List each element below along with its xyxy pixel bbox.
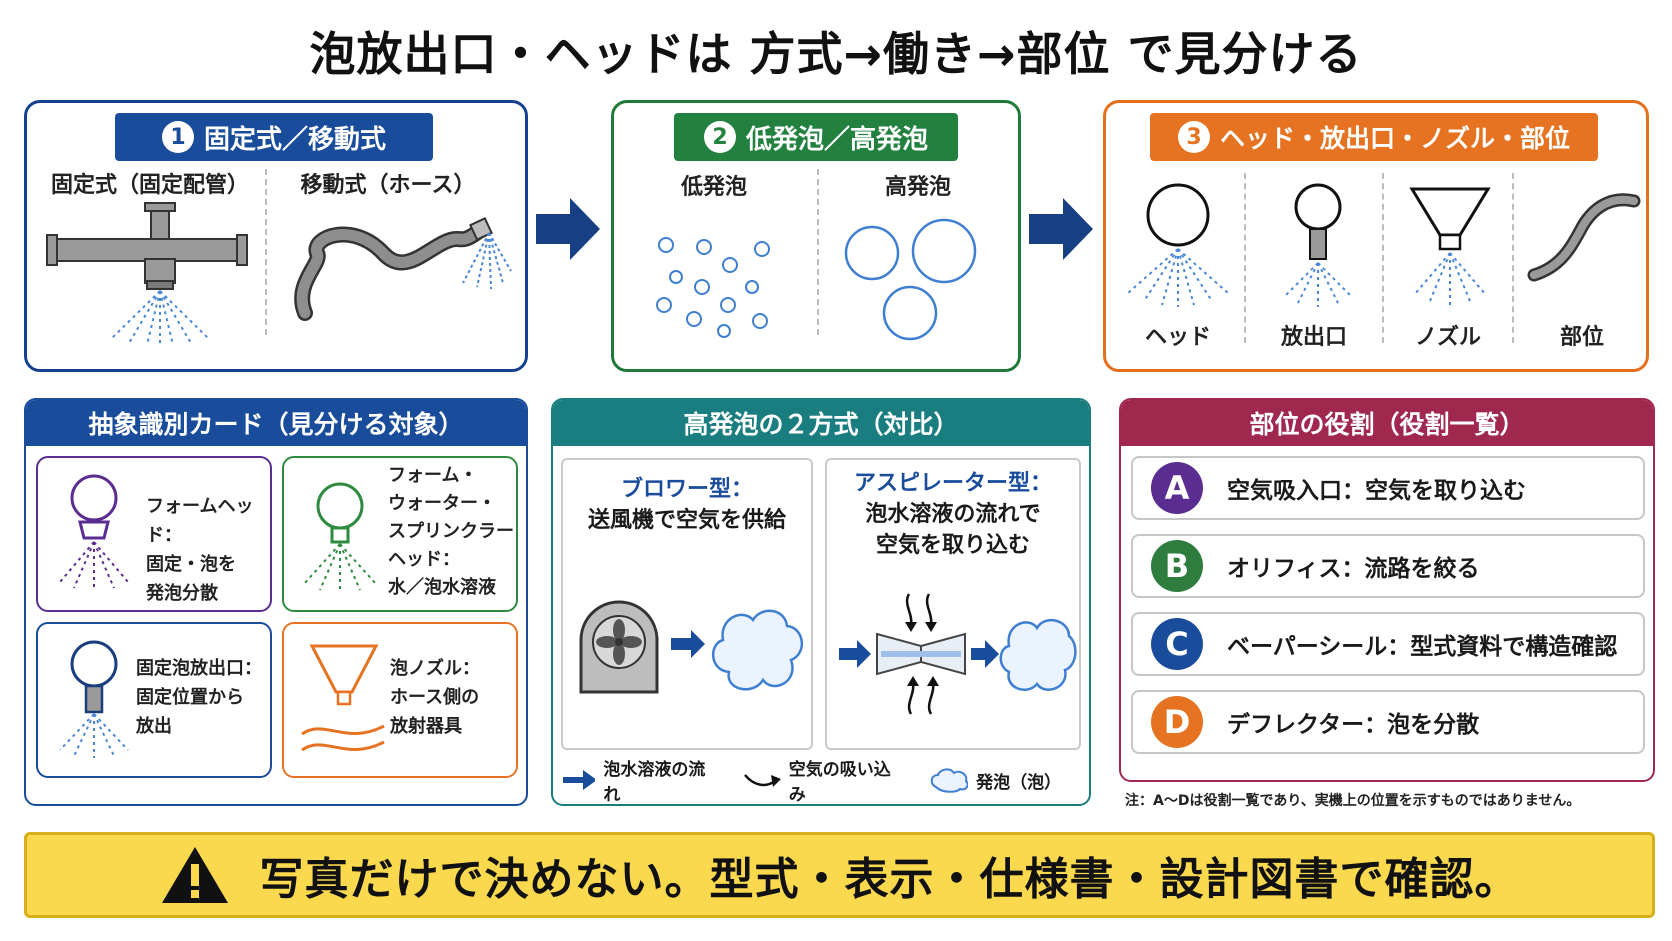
outlet-label: 放出口 xyxy=(1280,325,1347,350)
role-d-badge: D xyxy=(1151,696,1203,748)
part-label: 部位 xyxy=(1559,325,1604,350)
divider xyxy=(817,169,819,335)
step-2-header: 2 低発泡／高発泡 xyxy=(674,113,958,161)
low-expansion-label: 低発泡 xyxy=(680,175,747,200)
step-2-number: 2 xyxy=(703,121,736,153)
blower-fan-icon xyxy=(579,600,803,694)
warning-banner: 写真だけで決めない。型式・表示・仕様書・設計図書で確認。 xyxy=(24,832,1655,918)
legend-solution-flow: 泡水溶液の流れ xyxy=(563,755,717,804)
foam-nozzle-icon xyxy=(301,644,385,752)
aspirator-type-box: アスピレーター型： 泡水溶液の流れで 空気を取り込む xyxy=(825,458,1081,750)
nozzle-icon xyxy=(1409,187,1491,305)
step-3-header: 3 ヘッド・放出口・ノズル・部位 xyxy=(1150,113,1598,161)
compare-section-title: 高発泡の２方式（対比） xyxy=(553,400,1089,446)
warning-icon xyxy=(161,847,228,903)
flow-arrow-2 xyxy=(1029,198,1093,260)
card-foam-water-sprinkler-text: フォーム・ ウォーター・ スプリンクラー ヘッド： 水／泡水溶液 xyxy=(388,465,514,598)
high-expansion-label: 高発泡 xyxy=(884,175,951,200)
role-c-badge: C xyxy=(1151,618,1203,670)
page-title: 泡放出口・ヘッドは 方式→働き→部位 で見分ける xyxy=(309,27,1363,81)
step-1-title: 固定式／移動式 xyxy=(203,124,386,155)
venturi-aspirator-icon xyxy=(839,593,1077,715)
role-a-text: 空気吸入口：空気を取り込む xyxy=(1227,478,1526,504)
card-foam-nozzle: 泡ノズル： ホース側の 放射器具 xyxy=(282,622,518,778)
step-3-number: 3 xyxy=(1177,121,1210,153)
cards-section-title: 抽象識別カード（見分ける対象） xyxy=(26,400,526,446)
blower-type-title: ブロワー型： 送風機で空気を供給 xyxy=(587,477,786,533)
high-expansion-comparison-section: 高発泡の２方式（対比） ブロワー型： 送風機で空気を供給 アスピレーター型： 泡… xyxy=(551,398,1091,806)
legend-foam: 発泡（泡） xyxy=(928,767,1061,793)
small-bubbles-icon xyxy=(656,237,770,338)
fixed-pipe-icon xyxy=(46,202,248,347)
aspirator-type-title: アスピレーター型： 泡水溶液の流れで 空気を取り込む xyxy=(853,471,1052,558)
card-fixed-foam-outlet-text: 固定泡放出口： 固定位置から 放出 xyxy=(136,658,262,737)
legend-air-intake: 空気の吸い込み xyxy=(743,755,902,804)
step-1-header: 1 固定式／移動式 xyxy=(115,113,433,161)
identification-cards-section: 抽象識別カード（見分ける対象） フォームヘッド： 固定・泡を 発泡分散 xyxy=(24,398,528,806)
blower-type-box: ブロワー型： 送風機で空気を供給 xyxy=(561,458,813,750)
card-foam-water-sprinkler: フォーム・ ウォーター・ スプリンクラー ヘッド： 水／泡水溶液 xyxy=(282,456,518,612)
head-label: ヘッド xyxy=(1144,325,1211,350)
part-roles-section: 部位の役割（役割一覧） A 空気吸入口：空気を取り込む B オリフィス：流路を絞… xyxy=(1119,398,1655,782)
divider xyxy=(1512,173,1514,343)
curved-arrow-icon xyxy=(743,774,781,787)
part-hose-icon xyxy=(1527,193,1641,282)
step-1-panel: 1 固定式／移動式 固定式（固定配管） 移動式（ホース） xyxy=(24,100,528,372)
role-c-text: ベーパーシール：型式資料で構造確認 xyxy=(1227,634,1618,660)
blue-arrow-icon xyxy=(563,770,596,790)
divider xyxy=(1382,173,1384,343)
role-d: D デフレクター：泡を分散 xyxy=(1131,690,1645,754)
role-b: B オリフィス：流路を絞る xyxy=(1131,534,1645,598)
divider xyxy=(265,169,267,335)
step-2-title: 低発泡／高発泡 xyxy=(745,124,928,155)
flow-arrow-1 xyxy=(536,198,600,260)
head-icon xyxy=(1127,183,1229,307)
compare-legend: 泡水溶液の流れ 空気の吸い込み 発泡（泡） xyxy=(563,760,1083,804)
card-fixed-foam-outlet: 固定泡放出口： 固定位置から 放出 xyxy=(36,622,272,778)
fixed-outlet-icon xyxy=(59,640,129,758)
step-3-panel: 3 ヘッド・放出口・ノズル・部位 ヘッド xyxy=(1103,100,1649,372)
card-foam-head: フォームヘッド： 固定・泡を 発泡分散 xyxy=(36,456,272,612)
warning-text: 写真だけで決めない。型式・表示・仕様書・設計図書で確認。 xyxy=(259,854,1520,905)
nozzle-label: ノズル xyxy=(1414,325,1481,350)
step-1-number: 1 xyxy=(161,121,194,153)
sprinkler-head-icon xyxy=(303,482,377,592)
roles-note: 注：A～Dは役割一覧であり、実機上の位置を示すものではありません。 xyxy=(1125,793,1581,809)
large-bubbles-icon xyxy=(844,218,977,341)
role-d-text: デフレクター：泡を分散 xyxy=(1227,712,1480,738)
fixed-type-label: 固定式（固定配管） xyxy=(50,173,249,198)
step-3-title: ヘッド・放出口・ノズル・部位 xyxy=(1219,124,1570,153)
card-foam-nozzle-text: 泡ノズル： ホース側の 放射器具 xyxy=(390,658,480,737)
card-foam-head-text: フォームヘッド： 固定・泡を 発泡分散 xyxy=(146,496,254,604)
role-a: A 空気吸入口：空気を取り込む xyxy=(1131,456,1645,520)
outlet-icon xyxy=(1283,183,1353,307)
step-2-panel: 2 低発泡／高発泡 低発泡 高発泡 xyxy=(611,100,1021,372)
role-b-badge: B xyxy=(1151,540,1203,592)
roles-section-title: 部位の役割（役割一覧） xyxy=(1121,400,1653,446)
hose-icon xyxy=(294,217,512,321)
divider xyxy=(1244,173,1246,343)
role-c: C ベーパーシール：型式資料で構造確認 xyxy=(1131,612,1645,676)
role-a-badge: A xyxy=(1151,462,1203,514)
foam-cloud-icon xyxy=(930,768,969,793)
mobile-type-label: 移動式（ホース） xyxy=(300,173,476,198)
foam-head-icon xyxy=(59,474,129,590)
role-b-text: オリフィス：流路を絞る xyxy=(1227,556,1480,582)
